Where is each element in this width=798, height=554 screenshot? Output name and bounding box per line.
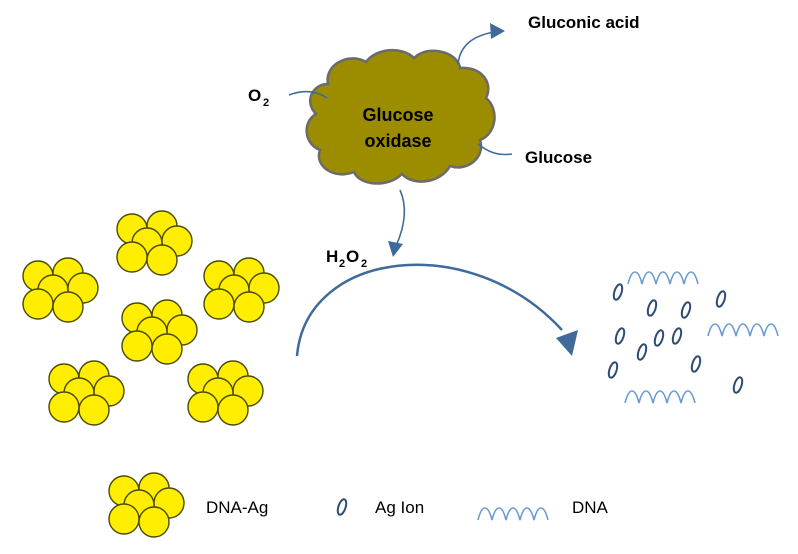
dna-ag-cluster: [121, 299, 198, 365]
ag-ion: [611, 282, 625, 302]
legend-dna-icon: [477, 507, 549, 521]
svg-text:2: 2: [263, 97, 269, 109]
enzyme-label-line1: Glucose: [362, 105, 433, 125]
svg-text:O: O: [248, 86, 261, 105]
legend: DNA-Ag Ag Ion DNA: [108, 472, 609, 538]
oxidation-arrow: [295, 263, 563, 357]
ag-ion: [731, 375, 745, 395]
dna-strand: [627, 271, 699, 285]
ag-ion: [689, 354, 703, 374]
enzyme-cloud-shape: [305, 49, 496, 185]
dna-strand: [707, 323, 779, 337]
h2o2-arrow: [395, 189, 406, 247]
o2-label: O 2: [248, 86, 269, 109]
legend-ag-ion-icon: [335, 497, 349, 517]
ag-ion: [670, 326, 684, 346]
ag-ion: [606, 360, 620, 380]
dna-strands: [624, 271, 779, 404]
legend-cluster-icon: [108, 472, 185, 538]
ag-ion: [714, 289, 728, 309]
h2o2-arrowhead: [388, 241, 403, 257]
svg-text:H: H: [326, 247, 338, 266]
dna-ag-cluster: [22, 257, 99, 323]
ag-ion: [652, 328, 666, 348]
ag-ion: [679, 300, 693, 320]
dna-ag-cluster: [116, 210, 193, 276]
svg-text:2: 2: [361, 258, 367, 270]
gluconic-acid-arrowhead: [490, 23, 505, 39]
enzyme-label-line2: oxidase: [364, 131, 431, 151]
dna-strand: [624, 390, 696, 404]
legend-dna-label: DNA: [572, 498, 609, 517]
dna-ag-cluster: [203, 257, 280, 323]
ag-ion: [613, 326, 627, 346]
dna-ag-cluster: [48, 360, 125, 426]
legend-ag-ion-label: Ag Ion: [375, 498, 424, 517]
oxidation-arrowhead: [556, 330, 578, 356]
o2-connector: [288, 90, 328, 99]
svg-text:2: 2: [339, 258, 345, 270]
ag-ions: [606, 282, 745, 395]
glucose-oxidase-enzyme: Glucose oxidase: [305, 49, 496, 185]
svg-text:O: O: [346, 247, 359, 266]
dna-ag-clusters: [22, 210, 280, 426]
legend-dna-ag-label: DNA-Ag: [206, 498, 268, 517]
gluconic-acid-arrow: [457, 31, 495, 65]
gluconic-acid-label: Gluconic acid: [528, 13, 639, 32]
ag-ion: [645, 298, 659, 318]
dna-ag-cluster: [187, 360, 264, 426]
glucose-connector: [477, 143, 513, 156]
glucose-label: Glucose: [525, 148, 592, 167]
h2o2-label: H 2 O 2: [326, 247, 367, 270]
ag-ion: [635, 342, 649, 362]
